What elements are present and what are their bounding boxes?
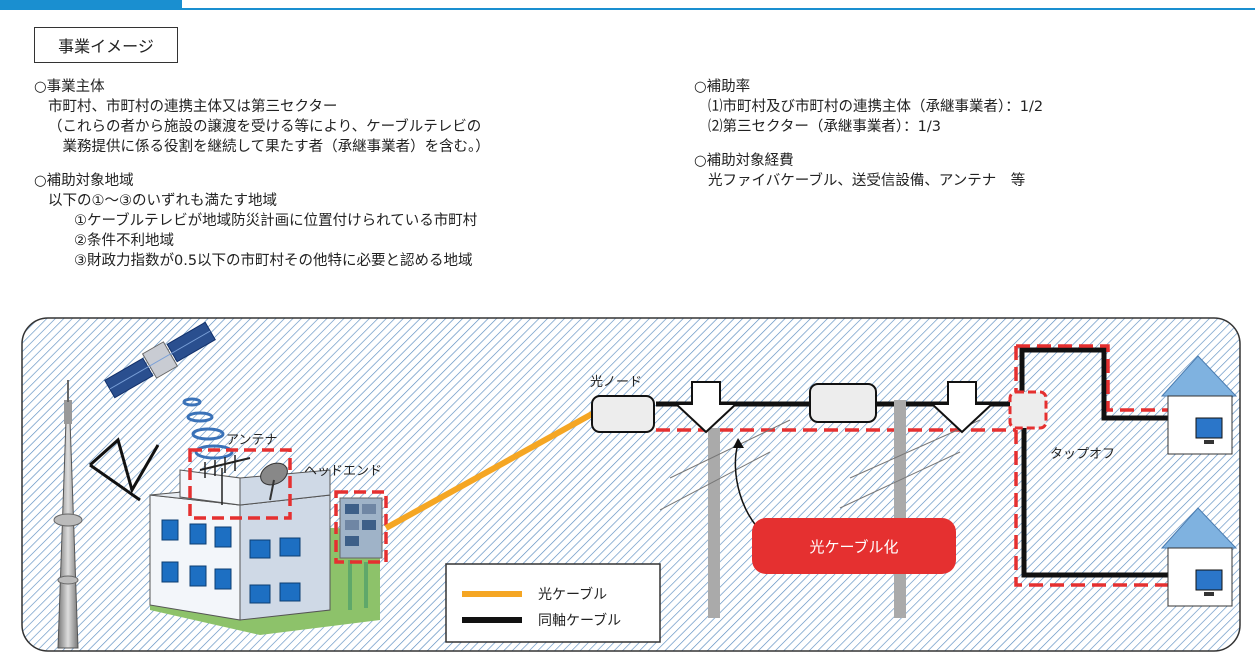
section-line: （これらの者から施設の譲渡を受ける等により、ケーブルテレビの — [48, 119, 482, 135]
house-icon — [1160, 507, 1238, 607]
coaxial-cable-line — [1021, 412, 1172, 578]
legend-label-optical: 光ケーブル — [538, 586, 607, 603]
tap-off-label: タップオフ — [1050, 447, 1115, 462]
satellite-icon — [104, 321, 216, 399]
headend-label: ヘッドエンド — [304, 464, 382, 479]
section-line: 市町村、市町村の連携主体又は第三セクター — [48, 99, 338, 115]
section-line: 業務提供に係る役割を継続して果たす者（承継事業者）を含む。） — [48, 139, 490, 155]
house-icon — [1160, 355, 1238, 455]
conversion-path — [1014, 346, 1172, 587]
coaxial-cable-line — [1019, 347, 1172, 421]
header-accent — [0, 0, 182, 10]
header-rule — [0, 8, 1255, 10]
image-title: 事業イメージ — [34, 27, 178, 63]
section-line: 光ファイバケーブル、送受信設備、アンテナ 等 — [708, 173, 1026, 189]
section-heading: ○事業主体 — [34, 79, 105, 95]
section-line: ⑴市町村及び市町村の連携主体（承継事業者）：1/2 — [708, 99, 1044, 115]
headend-equipment-icon — [339, 497, 383, 559]
legend-box — [445, 563, 661, 643]
pole-wire — [669, 419, 791, 479]
antenna-icon — [199, 455, 288, 505]
optical-node-icon — [591, 395, 655, 433]
callout-pointer-head — [733, 438, 744, 448]
optical-node-label: 光ノード — [590, 375, 642, 390]
section-heading: ○補助対象経費 — [694, 153, 794, 169]
section-subline: ①ケーブルテレビが地域防災計画に位置付けられている市町村 — [74, 213, 478, 229]
conversion-label-box — [752, 518, 956, 574]
legend-label-coaxial: 同軸ケーブル — [538, 612, 621, 629]
headend-highlight — [334, 490, 388, 564]
header-bar — [0, 0, 1255, 10]
section-subline: ③財政力指数が0.5以下の市町村その他特に必要と認める地域 — [74, 253, 473, 269]
amplifier-icon — [809, 383, 877, 423]
conversion-path — [1016, 344, 1172, 412]
section-line: ⑵第三セクター（承継事業者）：1/3 — [708, 119, 942, 135]
pole-wire — [659, 451, 771, 511]
section-heading: ○補助率 — [694, 79, 751, 95]
headend-building-icon — [149, 469, 380, 635]
pole-wire — [839, 451, 961, 509]
utility-pole — [708, 428, 720, 618]
section-subline: ②条件不利地域 — [74, 233, 174, 249]
utility-pole — [894, 400, 906, 618]
optical-cable-line — [384, 411, 594, 531]
section-line: 以下の①～③のいずれも満たす地域 — [48, 193, 277, 209]
section-heading: ○補助対象地域 — [34, 173, 134, 189]
down-arrow-icon — [929, 381, 995, 434]
signal-line — [89, 437, 160, 494]
conversion-label: 光ケーブル化 — [809, 538, 898, 556]
antenna-highlight — [188, 448, 292, 520]
antenna-label: アンテナ — [226, 433, 277, 448]
signal-line — [89, 463, 141, 502]
signal-waves — [182, 397, 234, 460]
down-arrow-icon — [673, 381, 739, 434]
broadcast-tower-icon — [53, 380, 83, 649]
right-column: ○補助率 ⑴市町村及び市町村の連携主体（承継事業者）：1/2 ⑵第三セクター（承… — [694, 77, 1234, 191]
tap-off-icon — [1008, 390, 1048, 430]
left-column: ○事業主体 市町村、市町村の連携主体又は第三セクター （これらの者から施設の譲渡… — [34, 77, 674, 271]
